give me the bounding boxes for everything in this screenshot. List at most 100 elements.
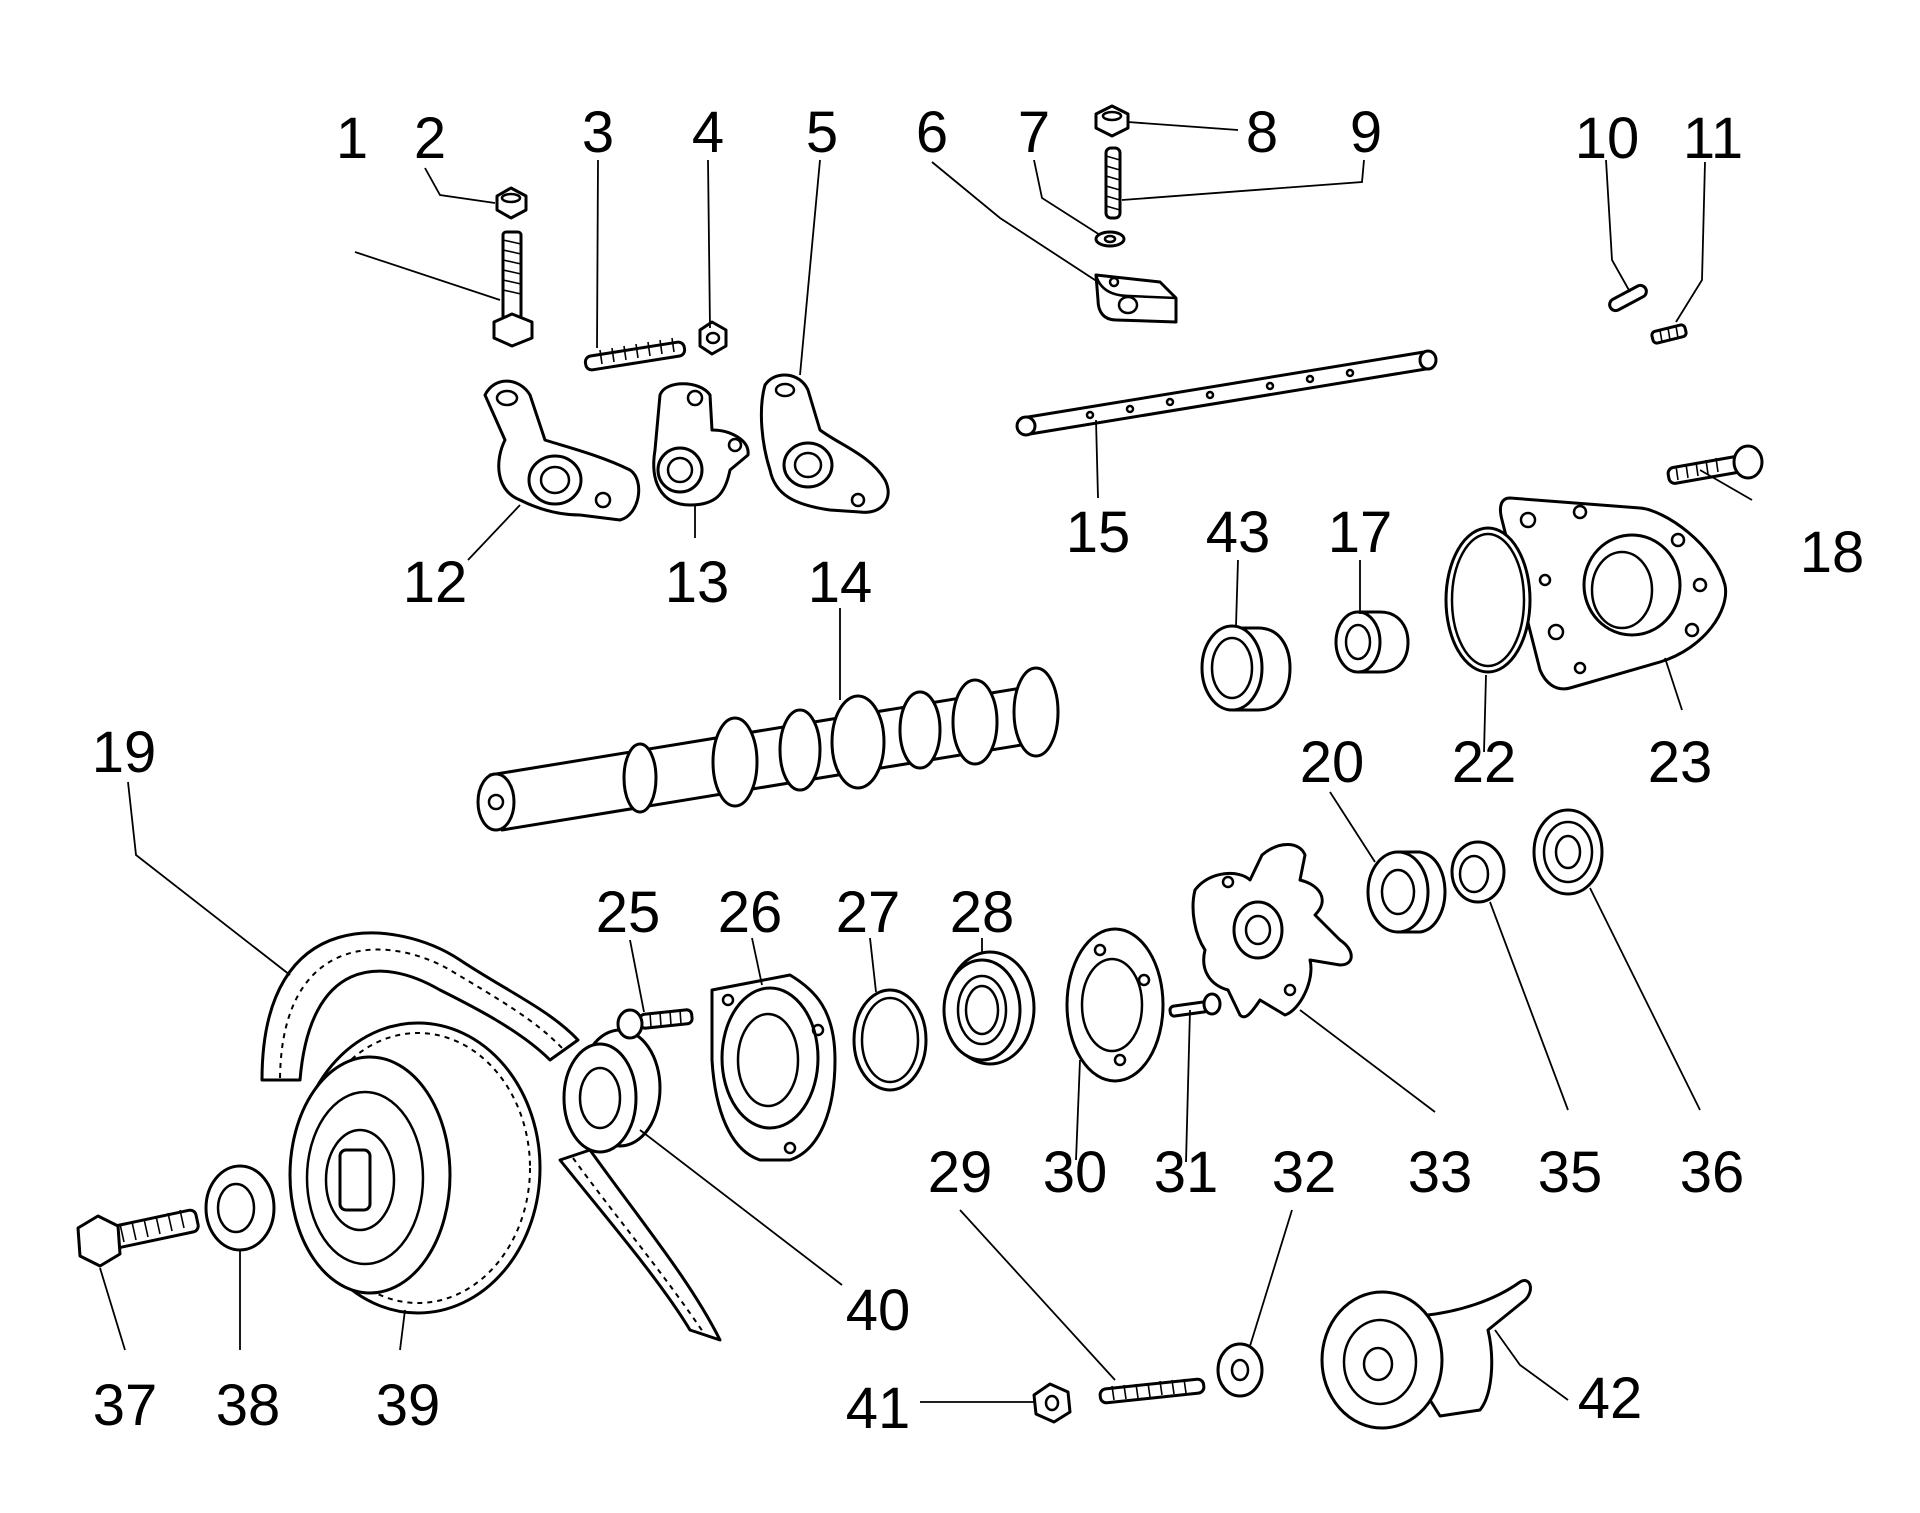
leader-20 (1329, 791, 1376, 863)
callout-23: 23 (1648, 730, 1713, 795)
part-40-seal (562, 1028, 662, 1154)
leader-37 (99, 1267, 126, 1351)
leader-42 (1494, 1329, 1569, 1401)
callout-4: 4 (692, 100, 724, 165)
part-31-screw (1168, 992, 1222, 1018)
callout-30: 30 (1043, 1140, 1108, 1205)
part-17-bushing (1334, 610, 1410, 674)
part-37-bolt (76, 1208, 200, 1268)
leader-11 (1675, 161, 1706, 323)
leader-32 (1249, 1209, 1293, 1347)
part-25-screw (616, 1008, 694, 1040)
callout-10: 10 (1575, 106, 1640, 171)
callout-37: 37 (93, 1373, 158, 1438)
part-35-ring (1450, 840, 1506, 904)
leader-23 (1664, 657, 1683, 711)
leader-3 (596, 159, 599, 349)
callout-17: 17 (1328, 500, 1393, 565)
leader-29 (959, 1209, 1116, 1381)
part-30-flange-plate (1065, 927, 1165, 1083)
callout-31: 31 (1154, 1140, 1219, 1205)
part-2-nut (495, 186, 528, 220)
callout-38: 38 (216, 1373, 281, 1438)
callout-15: 15 (1066, 500, 1131, 565)
leader-7 (1033, 159, 1101, 236)
callout-1: 1 (336, 106, 368, 171)
part-11-screw (1650, 323, 1688, 345)
leader-19 (127, 781, 291, 976)
leader-39 (399, 1309, 406, 1351)
part-39-timing-pulley (288, 1021, 542, 1315)
leader-22 (1483, 674, 1487, 753)
callout-28: 28 (950, 880, 1015, 945)
part-18-bolt (1666, 444, 1764, 485)
part-36-bearing (1532, 808, 1604, 896)
part-6-bracket (1094, 273, 1178, 324)
part-7-washer (1094, 230, 1126, 248)
part-8-nut (1094, 104, 1130, 138)
part-22-o-ring (1444, 526, 1532, 674)
part-41-nut (1032, 1382, 1072, 1424)
callout-14: 14 (808, 550, 873, 615)
leader-27 (869, 937, 877, 993)
leader-1 (354, 251, 501, 301)
callout-33: 33 (1408, 1140, 1473, 1205)
leader-15 (1095, 419, 1099, 499)
callout-3: 3 (582, 100, 614, 165)
leader-lines (99, 121, 1753, 1403)
callout-43: 43 (1206, 500, 1271, 565)
part-29-stud (1098, 1377, 1206, 1405)
part-1-bolt (492, 230, 534, 348)
part-15-rocker-shaft (1015, 349, 1438, 437)
part-42-tensioner-pulley (1320, 1279, 1532, 1430)
part-14-camshaft (476, 666, 1060, 832)
callout-29: 29 (928, 1140, 993, 1205)
part-3-stud (583, 337, 687, 372)
part-38-spacer (204, 1164, 276, 1252)
callout-42: 42 (1578, 1366, 1643, 1431)
callout-40: 40 (846, 1278, 911, 1343)
callout-2: 2 (414, 106, 446, 171)
leader-8 (1127, 121, 1239, 131)
leader-4 (707, 159, 711, 329)
leader-43 (1235, 559, 1239, 627)
callout-27: 27 (836, 880, 901, 945)
part-4-nut (698, 320, 728, 356)
leader-36 (1589, 887, 1701, 1111)
leader-12 (467, 504, 521, 561)
leader-40 (639, 1129, 843, 1286)
callout-35: 35 (1538, 1140, 1603, 1205)
leader-18 (1699, 469, 1753, 501)
callout-32: 32 (1272, 1140, 1337, 1205)
leader-10 (1605, 159, 1631, 293)
leader-31 (1185, 1009, 1191, 1163)
callout-41: 41 (846, 1376, 911, 1441)
part-33-weight-assembly (1191, 843, 1353, 1019)
callout-11: 11 (1683, 106, 1743, 171)
leader-30 (1075, 1059, 1081, 1161)
callout-13: 13 (665, 550, 730, 615)
callout-19: 19 (92, 720, 157, 785)
part-26-bearing-housing (710, 973, 837, 1162)
callout-36: 36 (1680, 1140, 1745, 1205)
part-12-rocker-arm (483, 379, 641, 522)
callout-39: 39 (376, 1373, 441, 1438)
leader-25 (629, 939, 645, 1013)
part-32-washer (1216, 1342, 1264, 1398)
callout-22: 22 (1452, 730, 1517, 795)
callout-12: 12 (403, 550, 468, 615)
leader-26 (751, 937, 763, 986)
callout-numbers: 1 2 3 4 5 6 7 8 9 10 11 12 13 14 15 17 1… (92, 100, 1865, 1441)
callout-7: 7 (1018, 100, 1050, 165)
callout-8: 8 (1246, 100, 1278, 165)
leader-2 (424, 167, 496, 204)
part-10-pin (1608, 283, 1648, 313)
leader-9 (1121, 159, 1365, 201)
leader-35 (1489, 901, 1569, 1111)
part-13-rocker-arm (652, 382, 750, 507)
part-5-rocker-arm (759, 373, 890, 514)
part-28-bearing (942, 950, 1036, 1066)
callout-26: 26 (718, 880, 783, 945)
leader-33 (1299, 1009, 1436, 1113)
